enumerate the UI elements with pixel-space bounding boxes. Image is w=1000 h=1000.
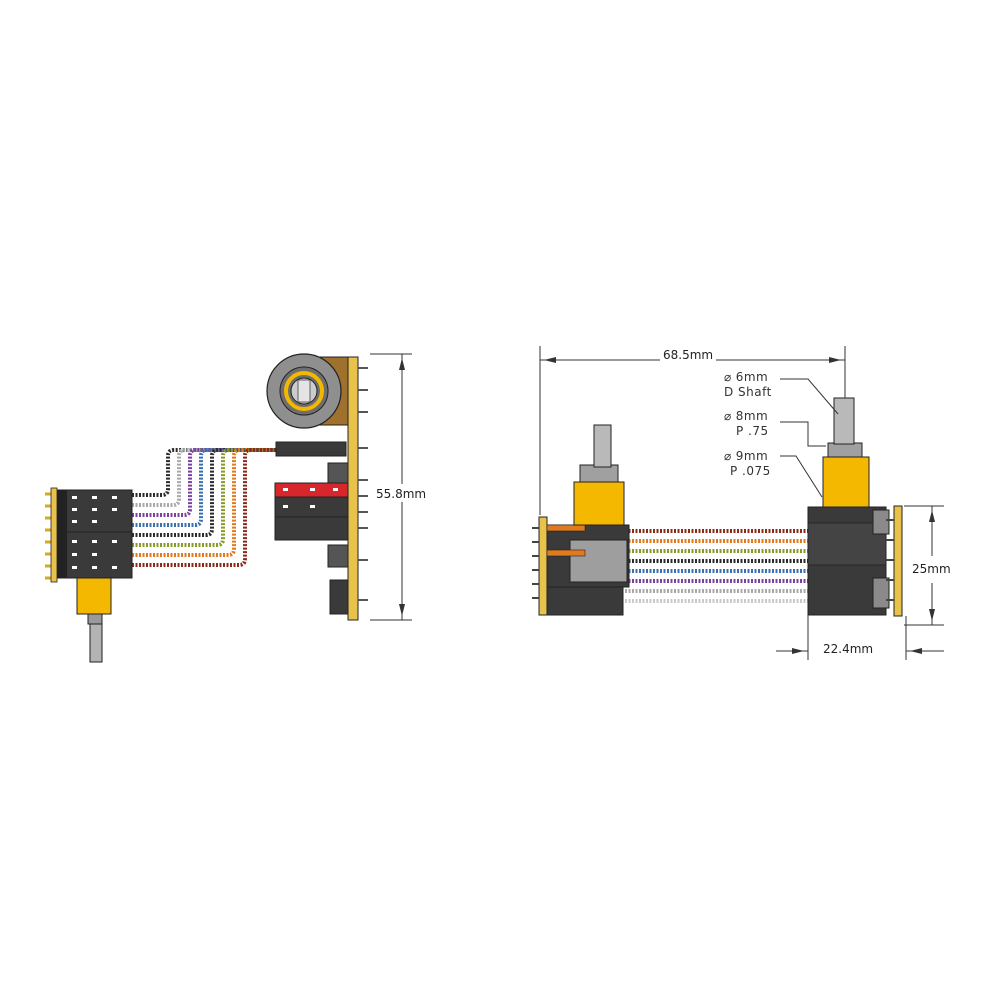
side-wire: [132, 448, 276, 557]
dimension-top-width: [539, 346, 846, 515]
top-left-shaft-collar: [579, 464, 619, 483]
side-wire: [132, 448, 276, 507]
top-right-bushing: [822, 456, 870, 508]
top-left-pcb: [538, 516, 548, 616]
svg-text:⌀6mm: ⌀ 6mm: [724, 370, 768, 384]
side-switch-block: [274, 462, 349, 615]
side-wire: [132, 448, 276, 537]
svg-text:⌀8mm: ⌀ 8mm: [724, 409, 768, 423]
side-shaft-collar: [87, 613, 103, 625]
side-wire: [132, 448, 276, 517]
callout-bushing-symbol: ⌀: [724, 409, 732, 423]
callout-bushing-line1: 8mm: [736, 409, 769, 423]
svg-text:⌀9mm: ⌀ 9mm: [724, 449, 768, 463]
top-view-wires: [625, 529, 810, 603]
round-potentiometer: [266, 353, 359, 429]
label-side-height: 55.8mm: [376, 487, 426, 501]
top-right-pcb: [893, 505, 903, 617]
top-right-shaft: [833, 397, 855, 445]
top-right-shaft-collar: [827, 442, 863, 458]
dimension-body-height: [904, 505, 944, 626]
callout-bushing: ⌀ 8mm P .75: [724, 409, 769, 438]
rotary-switch-body: [45, 487, 133, 583]
top-right-module: [807, 506, 890, 616]
callout-thread: ⌀ 9mm P .075: [724, 449, 771, 478]
top-left-module: [546, 524, 630, 616]
callout-thread-line2: P .075: [730, 464, 771, 478]
dimension-body-depth: [776, 615, 944, 660]
callout-shaft: ⌀ 6mm D Shaft: [724, 370, 772, 399]
side-view: 55.8mm: [45, 353, 426, 663]
label-body-height: 25mm: [912, 562, 951, 576]
label-body-depth: 22.4mm: [823, 642, 873, 656]
callout-shaft-symbol: ⌀: [724, 370, 732, 384]
callout-leaders: [780, 378, 839, 498]
side-wire: [132, 448, 276, 497]
top-left-shaft: [593, 424, 612, 468]
side-view-wires: [132, 448, 276, 567]
side-connector-tube: [275, 441, 347, 457]
side-shaft: [89, 623, 103, 663]
side-pcb: [347, 356, 359, 621]
top-left-bushing: [573, 481, 625, 526]
callout-bushing-line2: P .75: [736, 424, 769, 438]
label-top-width: 68.5mm: [663, 348, 713, 362]
side-wire: [132, 448, 276, 547]
callout-thread-line1: 9mm: [736, 449, 769, 463]
side-pcb-pins: [358, 367, 368, 601]
callout-shaft-line2: D Shaft: [724, 385, 772, 399]
top-view: 68.5mm ⌀ 6mm D Shaft ⌀ 8mm P .75 ⌀ 9mm P .0…: [532, 346, 951, 660]
side-wire: [132, 448, 276, 567]
side-bushing: [76, 577, 112, 615]
dimension-side-height: [370, 353, 424, 621]
callout-shaft-line1: 6mm: [736, 370, 769, 384]
callout-thread-symbol: ⌀: [724, 449, 732, 463]
